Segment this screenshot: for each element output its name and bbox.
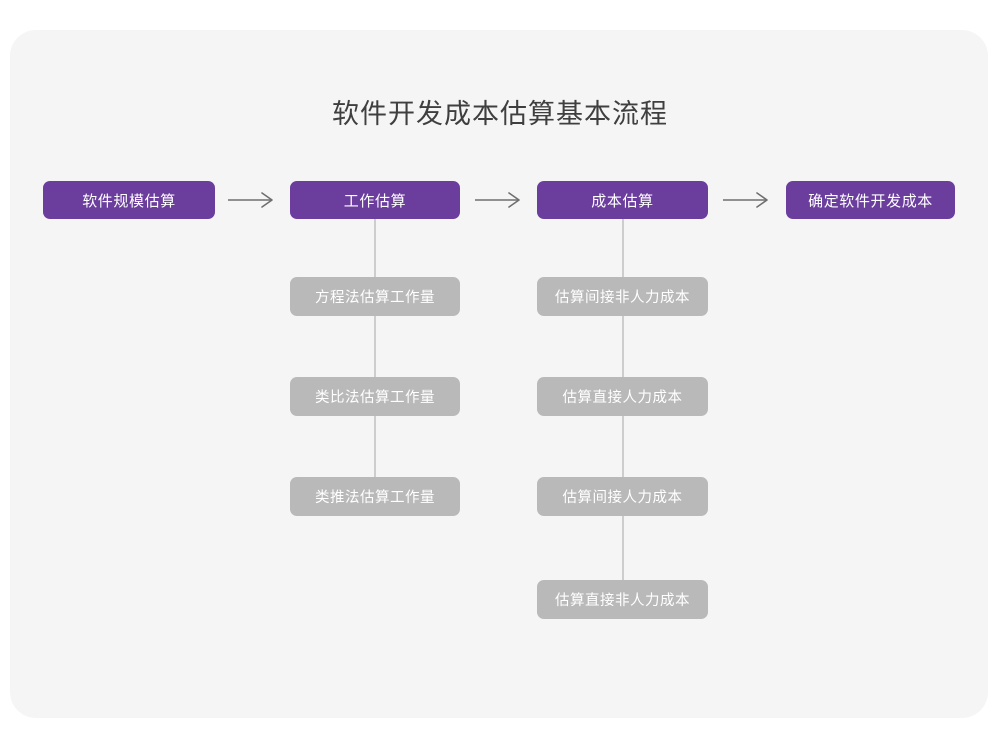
flow-step-label: 确定软件开发成本 bbox=[808, 191, 933, 210]
flow-step-label: 工作估算 bbox=[343, 191, 407, 210]
branch-item-label: 类比法估算工作量 bbox=[315, 390, 435, 406]
connector-line-work-branch bbox=[374, 219, 376, 497]
branch-item-label: 估算间接非人力成本 bbox=[555, 290, 690, 306]
flow-step-label: 成本估算 bbox=[591, 191, 654, 210]
branch-item-indirect-labor-cost[interactable]: 估算间接人力成本 bbox=[537, 477, 708, 516]
branch-item-equation-method-effort[interactable]: 方程法估算工作量 bbox=[290, 277, 460, 316]
flow-step-cost-estimation[interactable]: 成本估算 bbox=[537, 181, 708, 219]
branch-item-inference-method-effort[interactable]: 类推法估算工作量 bbox=[290, 477, 460, 516]
branch-item-analogy-method-effort[interactable]: 类比法估算工作量 bbox=[290, 377, 460, 416]
branch-item-label: 方程法估算工作量 bbox=[315, 290, 435, 306]
flow-step-label: 软件规模估算 bbox=[82, 191, 176, 210]
branch-item-label: 估算直接人力成本 bbox=[562, 390, 683, 406]
flow-step-software-size-estimation[interactable]: 软件规模估算 bbox=[43, 181, 215, 219]
arrow-right-icon-3 bbox=[723, 190, 773, 210]
arrow-right-icon-1 bbox=[228, 190, 278, 210]
page-title: 软件开发成本估算基本流程 bbox=[332, 99, 668, 130]
branch-item-label: 估算直接非人力成本 bbox=[555, 593, 690, 609]
branch-item-direct-labor-cost[interactable]: 估算直接人力成本 bbox=[537, 377, 708, 416]
diagram-card bbox=[10, 30, 988, 718]
arrow-right-icon-2 bbox=[475, 190, 525, 210]
flow-step-determine-development-cost[interactable]: 确定软件开发成本 bbox=[786, 181, 955, 219]
branch-item-indirect-nonlabor-cost[interactable]: 估算间接非人力成本 bbox=[537, 277, 708, 316]
branch-item-label: 类推法估算工作量 bbox=[315, 490, 435, 506]
flow-step-work-estimation[interactable]: 工作估算 bbox=[290, 181, 460, 219]
branch-item-label: 估算间接人力成本 bbox=[562, 490, 683, 506]
branch-item-direct-nonlabor-cost[interactable]: 估算直接非人力成本 bbox=[537, 580, 708, 619]
